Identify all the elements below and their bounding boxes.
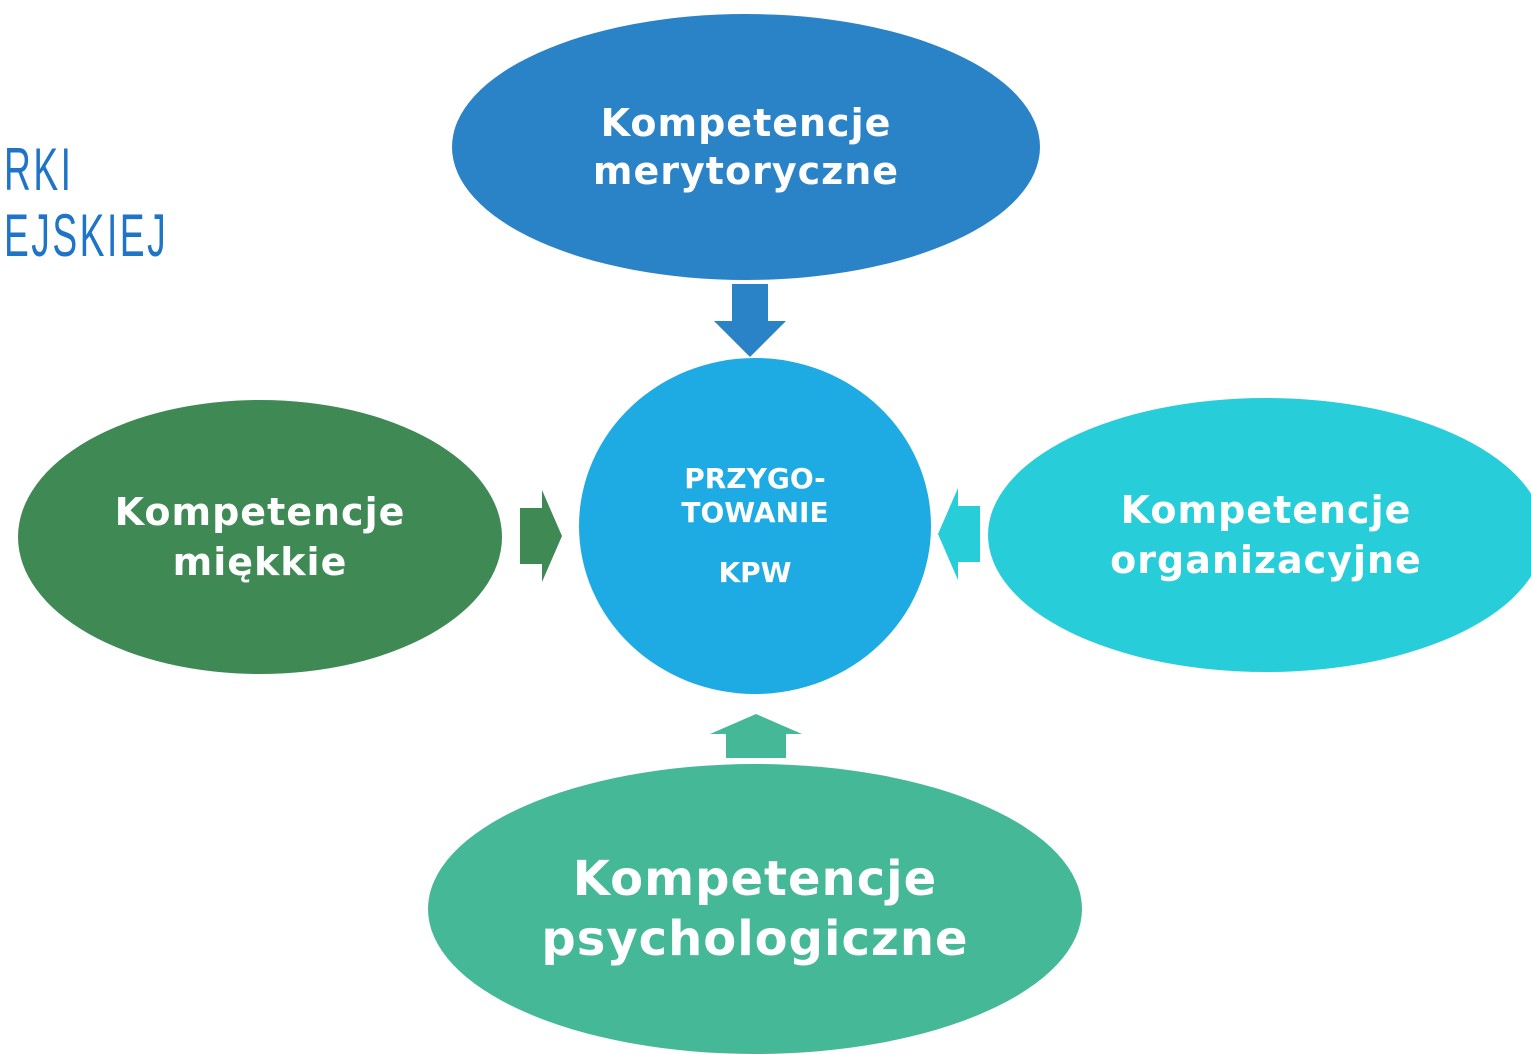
arrow-left-shape: [938, 488, 980, 580]
logo-text-line-2: EJSKIEJ: [4, 202, 169, 269]
node-miekkie-line-1: Kompetencje: [114, 490, 406, 534]
node-miekkie: Kompetencje miękkie: [18, 400, 502, 674]
center-line-1: PRZYGO-: [684, 462, 826, 495]
arrow-right-shape: [520, 490, 562, 582]
node-merytoryczne-line-1: Kompetencje: [600, 101, 892, 145]
node-miekkie-line-2: miękkie: [172, 540, 348, 584]
arrow-up-shape: [710, 714, 802, 758]
node-psychologiczne-line-1: Kompetencje: [572, 851, 938, 907]
arrow-up-from-psychologiczne: [710, 714, 802, 758]
node-organizacyjne-line-1: Kompetencje: [1120, 488, 1412, 532]
center-line-3: KPW: [718, 556, 792, 589]
arrow-left-from-organizacyjne: [938, 488, 980, 580]
arrow-right-from-miekkie: [520, 490, 562, 582]
arrow-down-from-merytoryczne: [714, 284, 786, 357]
node-merytoryczne-line-2: merytoryczne: [592, 149, 900, 193]
node-psychologiczne-line-2: psychologiczne: [541, 911, 969, 967]
node-center-przygotowanie: PRZYGO- TOWANIE KPW: [579, 358, 931, 694]
center-line-2: TOWANIE: [681, 496, 829, 529]
logo-text-line-1: RKI: [4, 136, 74, 203]
node-organizacyjne-line-2: organizacyjne: [1110, 538, 1422, 582]
node-merytoryczne: Kompetencje merytoryczne: [452, 14, 1040, 280]
arrow-down-shape: [714, 284, 786, 357]
node-psychologiczne: Kompetencje psychologiczne: [428, 764, 1082, 1054]
node-organizacyjne: Kompetencje organizacyjne: [988, 398, 1531, 672]
